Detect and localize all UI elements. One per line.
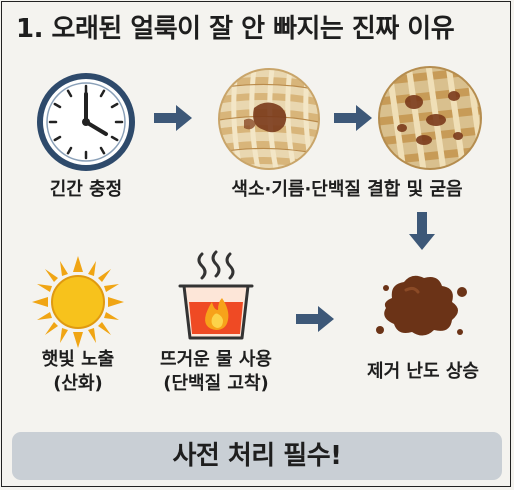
label-heat-line2: (단백질 고착) <box>163 373 269 394</box>
clock-icon <box>37 73 135 171</box>
label-heat-line1: 뜨거운 물 사용 <box>160 349 272 370</box>
label-heat: 뜨거운 물 사용 (단백질 고착) <box>142 348 290 396</box>
woven-stain-icon <box>378 66 482 170</box>
bottom-banner: 사전 처리 필수! <box>12 432 502 480</box>
label-bond: 색소·기름·단백질 결합 및 굳음 <box>231 179 463 200</box>
stain-splat-icon <box>376 275 467 336</box>
arrow-down-icon <box>409 212 435 250</box>
label-sun: 햇빛 노출 (산화) <box>10 348 146 396</box>
hot-water-icon <box>178 250 254 340</box>
banner-text: 사전 처리 필수! <box>172 441 342 471</box>
label-time: 긴간 충정 <box>49 179 123 200</box>
arrow-right-icon <box>296 306 334 332</box>
label-sun-line1: 햇빛 노출 <box>41 349 115 370</box>
sun-icon <box>32 256 124 348</box>
label-result: 제거 난도 상승 <box>367 361 479 382</box>
page-title: 1. 오래된 얼룩이 잘 안 빠지는 진짜 이유 <box>16 14 455 44</box>
fabric-stain-icon <box>218 68 320 170</box>
arrow-right-icon <box>154 105 192 131</box>
arrow-right-icon <box>334 105 372 131</box>
label-sun-line2: (산화) <box>53 373 103 394</box>
